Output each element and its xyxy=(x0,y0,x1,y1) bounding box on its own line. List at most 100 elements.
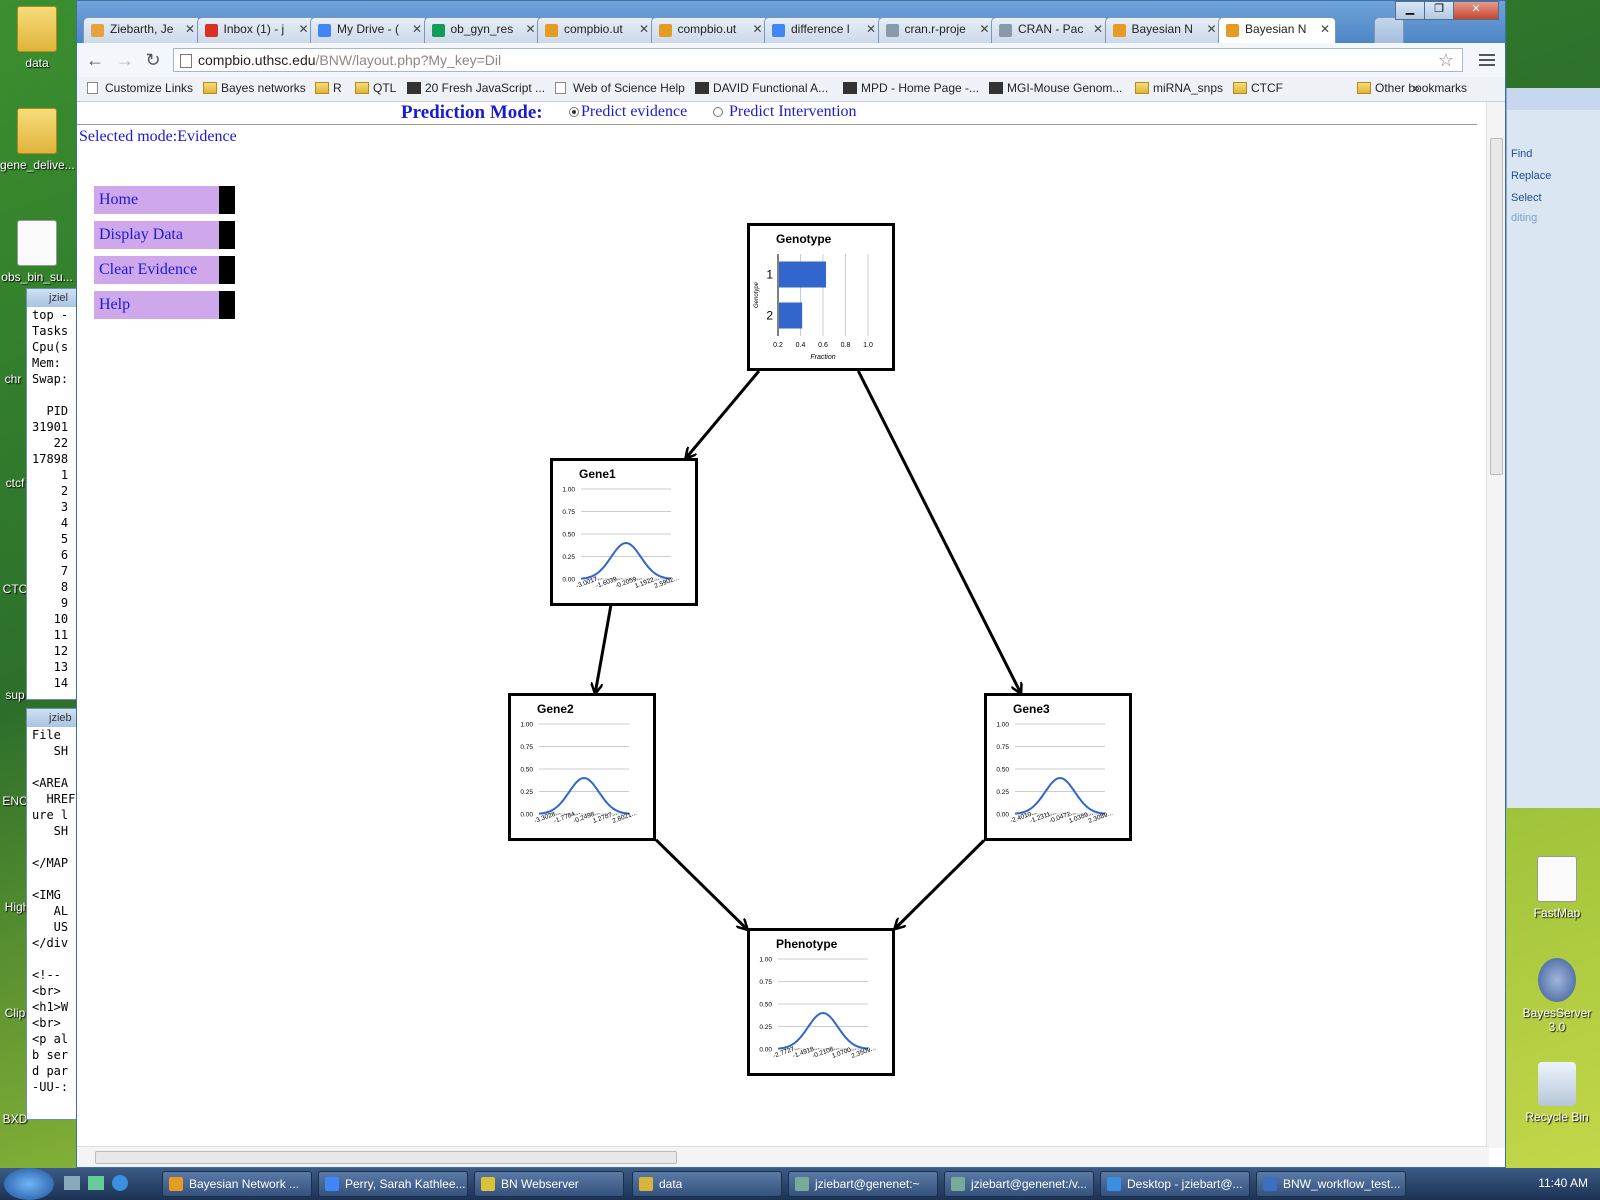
menu-clear-evidence[interactable]: Clear Evidence xyxy=(94,256,235,284)
menu-home[interactable]: Home xyxy=(94,186,235,214)
address-bar[interactable]: compbio.uthsc.edu/BNW/layout.php?My_key=… xyxy=(173,48,1463,72)
tab-close-icon[interactable]: ✕ xyxy=(1092,22,1103,36)
bookmark-item[interactable]: CTCF xyxy=(1233,81,1283,95)
tab-close-icon[interactable]: ✕ xyxy=(752,22,763,36)
tab-close-icon[interactable]: ✕ xyxy=(1206,22,1217,36)
desktop-icon-enc[interactable]: ENC xyxy=(2,794,28,808)
tab-close-icon[interactable]: ✕ xyxy=(865,22,876,36)
forward-arrow-icon[interactable]: → xyxy=(116,50,134,70)
taskbar-item[interactable]: Desktop - jziebart@... xyxy=(1100,1171,1250,1197)
bookmark-item[interactable]: Bayes networks xyxy=(203,81,306,95)
desktop-icon-gene-delivery[interactable]: gene_delive... xyxy=(0,108,75,172)
clock[interactable]: 11:40 AM xyxy=(1538,1176,1588,1190)
desktop-icon-data[interactable]: data xyxy=(0,6,74,70)
reload-icon[interactable]: ↻ xyxy=(145,50,161,70)
desktop-icon-high[interactable]: High xyxy=(4,900,30,914)
horizontal-scrollbar[interactable] xyxy=(77,1146,1489,1167)
vertical-scrollbar[interactable] xyxy=(1486,102,1505,1148)
browser-tab[interactable]: CRAN - Pac✕ xyxy=(991,17,1109,43)
desktop-icon-ctc[interactable]: CTC xyxy=(2,582,28,596)
menu-help[interactable]: Help xyxy=(94,291,235,319)
bookmark-item[interactable]: QTL xyxy=(355,81,396,95)
desktop-icon-sup[interactable]: sup xyxy=(5,688,25,702)
menu-display-data[interactable]: Display Data xyxy=(94,221,235,249)
favicon-icon xyxy=(1226,24,1239,37)
browser-tab[interactable]: difference l✕ xyxy=(764,17,882,43)
close-icon[interactable]: ✕ xyxy=(1453,1,1499,20)
taskbar-item[interactable]: jziebart@genenet:/v... xyxy=(944,1171,1094,1197)
browser-tab[interactable]: Bayesian N✕ xyxy=(1104,17,1223,43)
predict-intervention-radio[interactable] xyxy=(713,107,723,117)
new-tab-button[interactable] xyxy=(1374,17,1404,43)
explorer-icon[interactable] xyxy=(88,1176,104,1190)
browser-tab[interactable]: cran.r-proje ✕ xyxy=(877,17,996,43)
scroll-thumb[interactable] xyxy=(1490,138,1503,475)
other-bookmarks[interactable]: Other bookmarks xyxy=(1357,81,1467,95)
taskbar-item[interactable]: Perry, Sarah Kathlee... xyxy=(318,1171,468,1197)
desktop-icon-recycle-bin[interactable]: Recycle Bin xyxy=(1520,1062,1594,1124)
terminal-line: 12 xyxy=(32,644,69,658)
show-desktop-icon[interactable] xyxy=(64,1176,80,1190)
predict-intervention-label[interactable]: Predict Intervention xyxy=(729,103,857,120)
select-button[interactable]: Select xyxy=(1511,192,1542,204)
bookmark-item[interactable]: Web of Science Help xyxy=(555,81,685,95)
desktop-icon-bxd[interactable]: BXD xyxy=(2,1112,28,1126)
tab-close-icon[interactable]: ✕ xyxy=(184,22,195,36)
tab-close-icon[interactable]: ✕ xyxy=(979,22,990,36)
taskbar-item[interactable]: data xyxy=(632,1171,782,1197)
taskbar-item[interactable]: jziebart@genenet:~ xyxy=(788,1171,938,1197)
tab-close-icon[interactable]: ✕ xyxy=(298,22,309,36)
browser-tab[interactable]: compbio.ut✕ xyxy=(537,17,655,43)
desktop-icon-chr[interactable]: chr xyxy=(4,372,22,386)
desktop-icon-clip[interactable]: Clip xyxy=(4,1006,26,1020)
bookmark-item[interactable]: R xyxy=(315,81,342,95)
maximize-icon[interactable]: ❐ xyxy=(1424,1,1454,20)
predict-evidence-radio[interactable] xyxy=(569,107,579,117)
browser-tab[interactable]: compbio.ut✕ xyxy=(650,17,769,43)
browser-tab[interactable]: ob_gyn_res✕ xyxy=(423,17,542,43)
bookmark-item[interactable]: miRNA_snps xyxy=(1135,81,1223,95)
start-button[interactable] xyxy=(4,1168,54,1200)
tab-close-icon[interactable]: ✕ xyxy=(638,22,649,36)
taskbar-item[interactable]: Bayesian Network ... xyxy=(162,1171,312,1197)
browser-tab[interactable]: Inbox (1) - j✕ xyxy=(196,17,315,43)
tab-label: cran.r-proje xyxy=(904,22,966,36)
predict-evidence-label[interactable]: Predict evidence xyxy=(581,103,688,120)
chrome-menu-icon[interactable] xyxy=(1479,51,1495,69)
minimize-icon[interactable]: ▁ xyxy=(1395,1,1425,20)
desktop-icon-bayesserver[interactable]: BayesServer 3.0 xyxy=(1520,958,1594,1034)
desktop-icon-obs-bin[interactable]: obs_bin_su... xyxy=(0,220,74,284)
find-button[interactable]: Find xyxy=(1511,148,1533,160)
bookmark-item[interactable]: Customize Links xyxy=(87,81,193,95)
bookmarks-overflow-chevron-icon[interactable]: » xyxy=(1413,81,1420,95)
taskbar-item[interactable]: BN Webserver xyxy=(474,1171,624,1197)
tab-close-icon[interactable]: ✕ xyxy=(411,22,422,36)
desktop-icon-fastmap[interactable]: FastMap xyxy=(1520,856,1594,920)
back-arrow-icon[interactable]: ← xyxy=(86,50,104,70)
tab-close-icon[interactable]: ✕ xyxy=(525,22,536,36)
tab-close-icon[interactable]: ✕ xyxy=(1319,22,1330,36)
internet-explorer-icon[interactable] xyxy=(112,1175,128,1191)
bookmark-item[interactable]: 20 Fresh JavaScript ... xyxy=(407,81,545,95)
replace-button[interactable]: Replace xyxy=(1511,170,1552,182)
browser-tab[interactable]: My Drive - (✕ xyxy=(310,17,428,43)
page-icon xyxy=(180,54,192,68)
browser-tab[interactable]: Bayesian N✕ xyxy=(1218,17,1336,43)
bookmark-item[interactable]: MGI-Mouse Genom... xyxy=(989,81,1122,95)
taskbar-item[interactable]: BNW_workflow_test... xyxy=(1256,1171,1406,1197)
app-icon xyxy=(1263,1177,1277,1191)
site-icon xyxy=(407,82,421,94)
terminal-line: <IMG xyxy=(32,888,69,902)
bookmark-item[interactable]: MPD - Home Page -... xyxy=(843,81,979,95)
desktop-icon-ctcf[interactable]: ctcf xyxy=(5,476,25,490)
recycle-bin-icon xyxy=(1538,1062,1576,1106)
scroll-thumb[interactable] xyxy=(95,1151,677,1164)
bookmark-item[interactable]: DAVID Functional A... xyxy=(695,81,828,95)
bookmark-star-icon[interactable]: ☆ xyxy=(1437,50,1454,70)
browser-tab[interactable]: Ziebarth, Je✕ xyxy=(83,17,201,43)
